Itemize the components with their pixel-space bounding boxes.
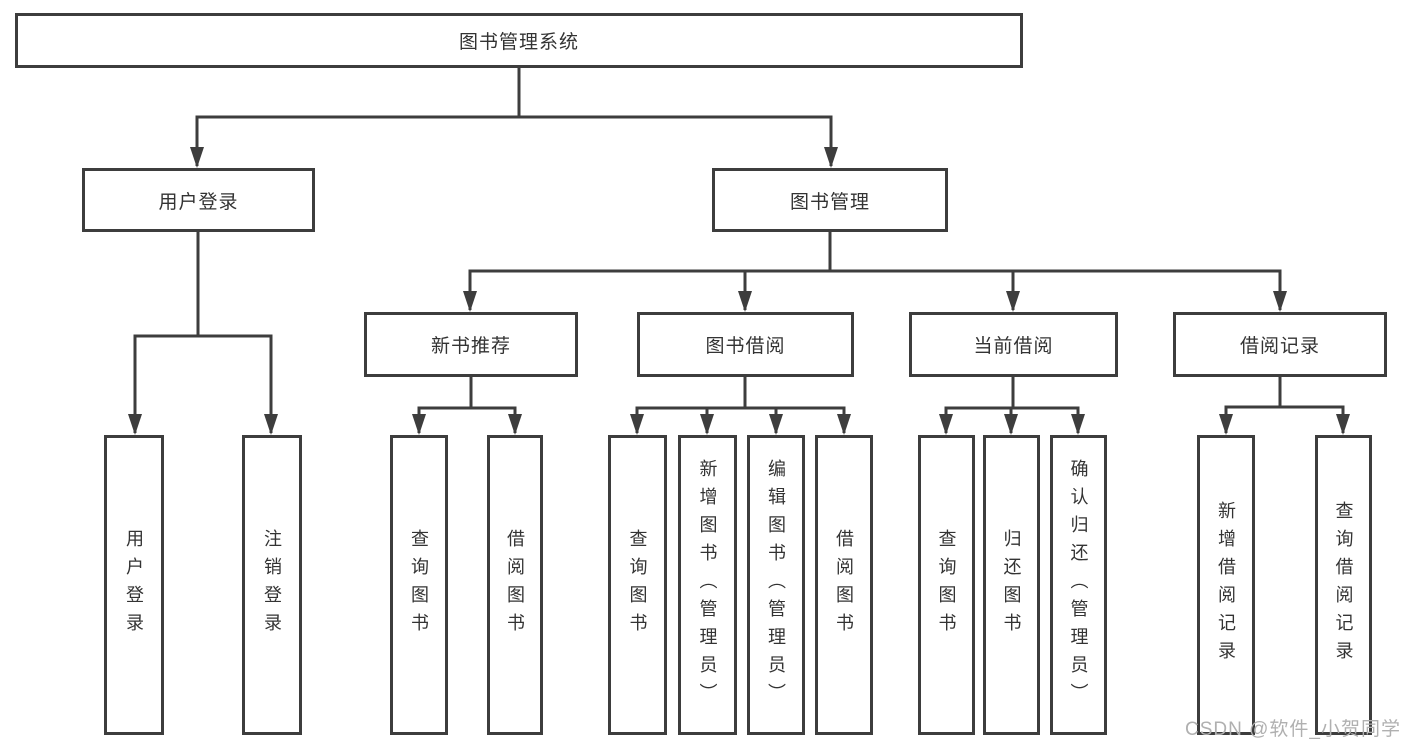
- node-book-management: 图书管理: [712, 168, 948, 232]
- node-label: 用户登录: [124, 529, 144, 641]
- node-book-borrowing: 图书借阅: [637, 312, 854, 377]
- node-label: 当前借阅: [973, 336, 1054, 357]
- node-leaf-add-book-admin: 新增图书（管理员）: [678, 435, 737, 735]
- node-label: 归还图书: [1001, 529, 1022, 641]
- node-leaf-return-book: 归还图书: [983, 435, 1040, 735]
- node-leaf-user-login: 用户登录: [104, 435, 164, 735]
- node-label: 查询图书: [936, 529, 957, 641]
- node-leaf-borrow-book-rec: 借阅图书: [487, 435, 543, 735]
- connector-current-borrow-branch: [944, 377, 1080, 433]
- node-label: 新增借阅记录: [1216, 501, 1236, 669]
- node-label: 图书管理: [789, 191, 870, 213]
- node-label: 借阅图书: [505, 529, 525, 641]
- node-label: 用户登录: [158, 191, 239, 213]
- node-label: 图书借阅: [705, 336, 786, 357]
- csdn-watermark: CSDN @软件_小贺同学: [1185, 719, 1401, 740]
- node-leaf-edit-book-admin: 编辑图书（管理员）: [747, 435, 805, 735]
- node-label: 新增图书（管理员）: [697, 459, 718, 711]
- connector-new-book-rec-branch: [417, 377, 517, 433]
- node-leaf-query-book-cb: 查询图书: [918, 435, 975, 735]
- node-leaf-query-book-rec: 查询图书: [390, 435, 448, 735]
- arrowheads-borrow-records-branch: [1219, 414, 1350, 435]
- node-current-borrowing: 当前借阅: [909, 312, 1118, 377]
- arrowheads-user-login-branch: [128, 414, 278, 435]
- node-label: 借阅图书: [834, 529, 854, 641]
- arrowheads-book-mgmt-branch: [463, 291, 1287, 312]
- node-label: 图书管理系统: [458, 32, 579, 53]
- node-leaf-logout: 注销登录: [242, 435, 302, 735]
- connector-borrow-records-branch: [1224, 377, 1345, 433]
- node-leaf-query-book-bb: 查询图书: [608, 435, 667, 735]
- arrowheads-new-book-rec-branch: [412, 414, 522, 435]
- node-leaf-borrow-book-bb: 借阅图书: [815, 435, 873, 735]
- node-label: 查询借阅记录: [1333, 501, 1354, 669]
- node-new-book-recommendation: 新书推荐: [364, 312, 578, 377]
- node-leaf-query-borrow-record: 查询借阅记录: [1315, 435, 1372, 735]
- node-label: 注销登录: [262, 529, 282, 641]
- node-label: 查询图书: [409, 529, 429, 641]
- node-label: 确认归还（管理员）: [1068, 459, 1089, 711]
- node-user-login: 用户登录: [82, 168, 315, 232]
- arrowheads-level2: [190, 147, 838, 168]
- arrowheads-book-borrow-branch: [630, 414, 851, 435]
- node-label: 查询图书: [627, 529, 648, 641]
- connector-book-borrow-branch: [635, 377, 846, 433]
- node-leaf-add-borrow-record: 新增借阅记录: [1197, 435, 1255, 735]
- node-leaf-confirm-return-admin: 确认归还（管理员）: [1050, 435, 1107, 735]
- connector-book-mgmt-branch: [468, 232, 1282, 310]
- node-label: 编辑图书（管理员）: [766, 459, 786, 711]
- node-borrowing-records: 借阅记录: [1173, 312, 1387, 377]
- arrowheads-current-borrow-branch: [939, 414, 1085, 435]
- node-label: 借阅记录: [1239, 336, 1320, 357]
- node-label: 新书推荐: [430, 336, 511, 357]
- connector-user-login-branch: [133, 232, 273, 433]
- node-library-management-system: 图书管理系统: [15, 13, 1023, 68]
- connector-root-to-level2: [195, 68, 833, 166]
